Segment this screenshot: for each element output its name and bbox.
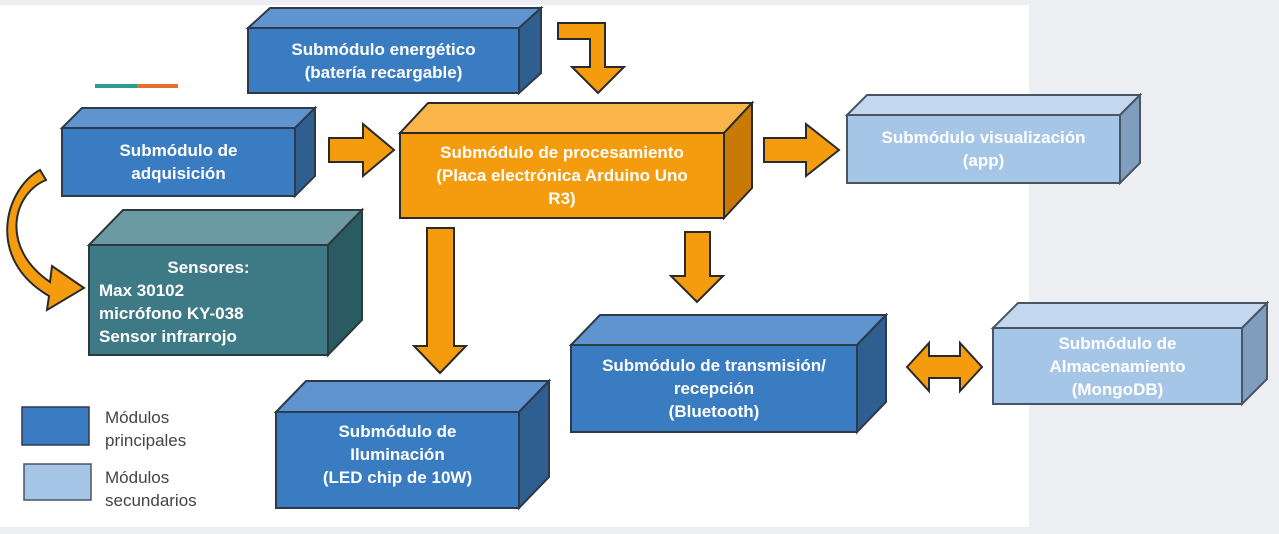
box-adquisicion — [59, 105, 318, 199]
arrow-transmision-almacenamiento — [905, 340, 984, 394]
arrow-adquisicion-to-sensores — [6, 168, 86, 312]
box-energetico — [245, 5, 544, 96]
box-almacenamiento — [990, 300, 1270, 407]
legend-swatch-principales — [21, 406, 90, 446]
label-iluminacion: Submódulo de Iluminación (LED chip de 10… — [322, 421, 473, 487]
label-sensores-title: Sensores: — [167, 258, 250, 277]
arrow-energetico-to-procesamiento — [557, 22, 627, 95]
legend-label-principales: Módulos principales — [105, 408, 187, 450]
label-procesamiento: Submódulo de procesamiento (Placa electr… — [436, 143, 688, 208]
legend-label-secundarios: Módulos secundarios — [105, 468, 197, 510]
box-iluminacion — [273, 378, 552, 511]
label-transmision: Submódulo de transmisión/ recepción (Blu… — [602, 356, 826, 421]
label-adquisicion: Submódulo de adquisición — [119, 141, 238, 183]
box-procesamiento — [397, 100, 755, 221]
box-visualizacion — [844, 92, 1143, 186]
label-sensores-body: Max 30102 micrófono KY-038 Sensor infrar… — [99, 281, 244, 346]
legend-swatch-secundarios — [23, 463, 92, 501]
arrow-adquisicion-to-procesamiento — [328, 121, 396, 179]
arrow-procesamiento-to-iluminacion — [411, 227, 469, 375]
label-almacenamiento: Submódulo de Almacenamiento (MongoDB) — [1049, 333, 1186, 399]
box-sensores — [86, 207, 365, 358]
arrow-procesamiento-to-visualizacion — [763, 121, 841, 179]
label-visualizacion: Submódulo visualización (app) — [881, 128, 1086, 170]
box-transmision — [568, 312, 889, 435]
arrow-procesamiento-to-transmision — [668, 231, 726, 304]
label-energetico: Submódulo energético (batería recargable… — [291, 39, 476, 82]
